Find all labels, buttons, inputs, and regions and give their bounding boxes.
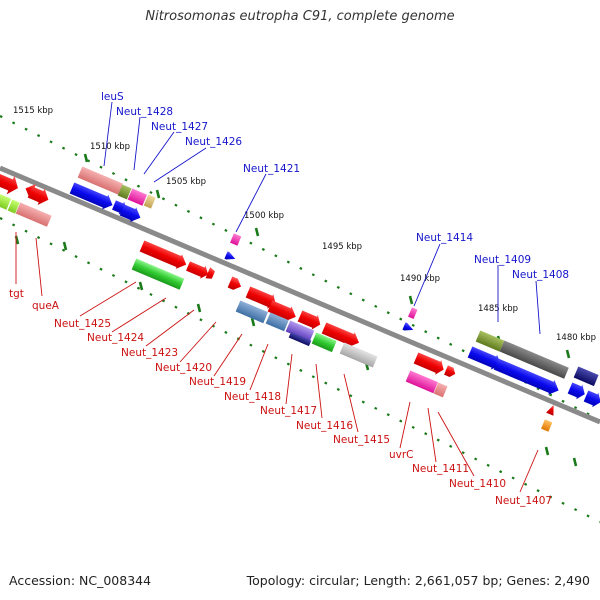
top-gene-labels: leuS Neut_1428 Neut_1427 Neut_1426 Neut_… (101, 91, 569, 281)
gene-label: Neut_1424 (87, 332, 144, 344)
gene-arrow (467, 346, 502, 370)
gene-label: Neut_1407 (495, 495, 552, 507)
gene-label: Neut_1418 (224, 391, 281, 403)
gene-block (405, 370, 438, 394)
gene-block (288, 332, 312, 347)
gene-arrow (0, 172, 18, 195)
gene-arrow (69, 182, 113, 210)
inner-ticks (14, 235, 578, 467)
scale-labels: 1515 kbp 1510 kbp 1505 kbp 1500 kbp 1495… (13, 106, 596, 343)
scale-label: 1500 kbp (244, 211, 284, 221)
gene-arrow (444, 365, 456, 377)
scale-label: 1495 kbp (322, 242, 362, 252)
gene-block (499, 340, 569, 379)
gene-block (285, 320, 315, 342)
gene-label: Neut_1411 (412, 463, 469, 475)
gene-block (15, 202, 52, 227)
gene-block (541, 419, 553, 432)
gene-arrow (567, 382, 585, 400)
gene-arrow (245, 286, 276, 309)
scale-label: 1505 kbp (166, 177, 206, 187)
figure-title: Nitrosomonas eutropha C91, complete geno… (145, 9, 455, 24)
gene-arrow (583, 390, 600, 408)
topology-summary-text: Topology: circular; Length: 2,661,057 bp… (246, 573, 590, 588)
gene-label: Neut_1425 (54, 318, 111, 330)
scale-label: 1490 kbp (400, 274, 440, 284)
gene-block (408, 307, 418, 319)
gene-block (117, 184, 132, 200)
gene-label: uvrC (389, 449, 414, 461)
scale-label: 1510 kbp (90, 142, 130, 152)
gene-arrow (402, 322, 414, 331)
gene-label: leuS (101, 91, 124, 103)
gene-block (7, 199, 20, 214)
gene-block (265, 312, 289, 332)
gene-arrow (493, 358, 559, 395)
gene-block (127, 188, 148, 206)
gene-block (230, 233, 242, 246)
gene-arrow (546, 404, 554, 416)
gene-arrow (119, 204, 141, 223)
scale-label: 1515 kbp (13, 106, 53, 116)
genes (0, 166, 600, 432)
bottom-gene-labels: tgt queA Neut_1425 Neut_1424 Neut_1423 N… (9, 288, 552, 507)
gene-label: Neut_1428 (116, 106, 173, 118)
gene-arrow (227, 276, 242, 290)
gene-arrow (27, 186, 49, 205)
gene-label: Neut_1409 (474, 254, 531, 266)
gene-block (475, 330, 505, 352)
gene-block (143, 194, 156, 209)
gene-arrow (139, 240, 187, 269)
gene-arrow (297, 310, 321, 330)
gene-block (131, 258, 185, 290)
genome-backbone (0, 165, 600, 425)
bottom-leader-lines (15, 232, 539, 493)
gene-block (433, 382, 448, 398)
gene-arrow (321, 322, 360, 348)
gene-label: Neut_1416 (296, 420, 353, 432)
gene-label: Neut_1423 (121, 347, 178, 359)
gene-arrow (224, 251, 236, 260)
gene-arrow (205, 267, 215, 279)
gene-block (235, 300, 268, 324)
gene-label: Neut_1410 (449, 478, 506, 490)
gene-block (573, 366, 599, 387)
gene-label: Neut_1419 (189, 376, 246, 388)
gene-block (339, 342, 378, 368)
gene-label: tgt (9, 288, 24, 300)
gene-label: Neut_1420 (155, 362, 212, 374)
gene-block (0, 192, 12, 210)
gene-arrow (186, 261, 209, 279)
gene-arrow (267, 300, 296, 322)
gene-label: Neut_1414 (416, 232, 473, 244)
gene-label: Neut_1427 (151, 121, 208, 133)
scale-label: 1480 kbp (556, 333, 596, 343)
gene-label: Neut_1417 (260, 405, 317, 417)
gene-label: Neut_1415 (333, 434, 390, 446)
gene-label: Neut_1426 (185, 136, 242, 148)
gene-label: Neut_1408 (512, 269, 569, 281)
top-leader-lines (103, 101, 541, 335)
gene-block (77, 166, 123, 195)
inner-scale-track (0, 217, 600, 523)
gene-label: Neut_1421 (243, 163, 300, 175)
gene-arrow (413, 352, 444, 375)
accession-text: Accession: NC_008344 (9, 573, 152, 588)
gene-label: queA (32, 300, 60, 312)
gene-block (311, 332, 337, 353)
